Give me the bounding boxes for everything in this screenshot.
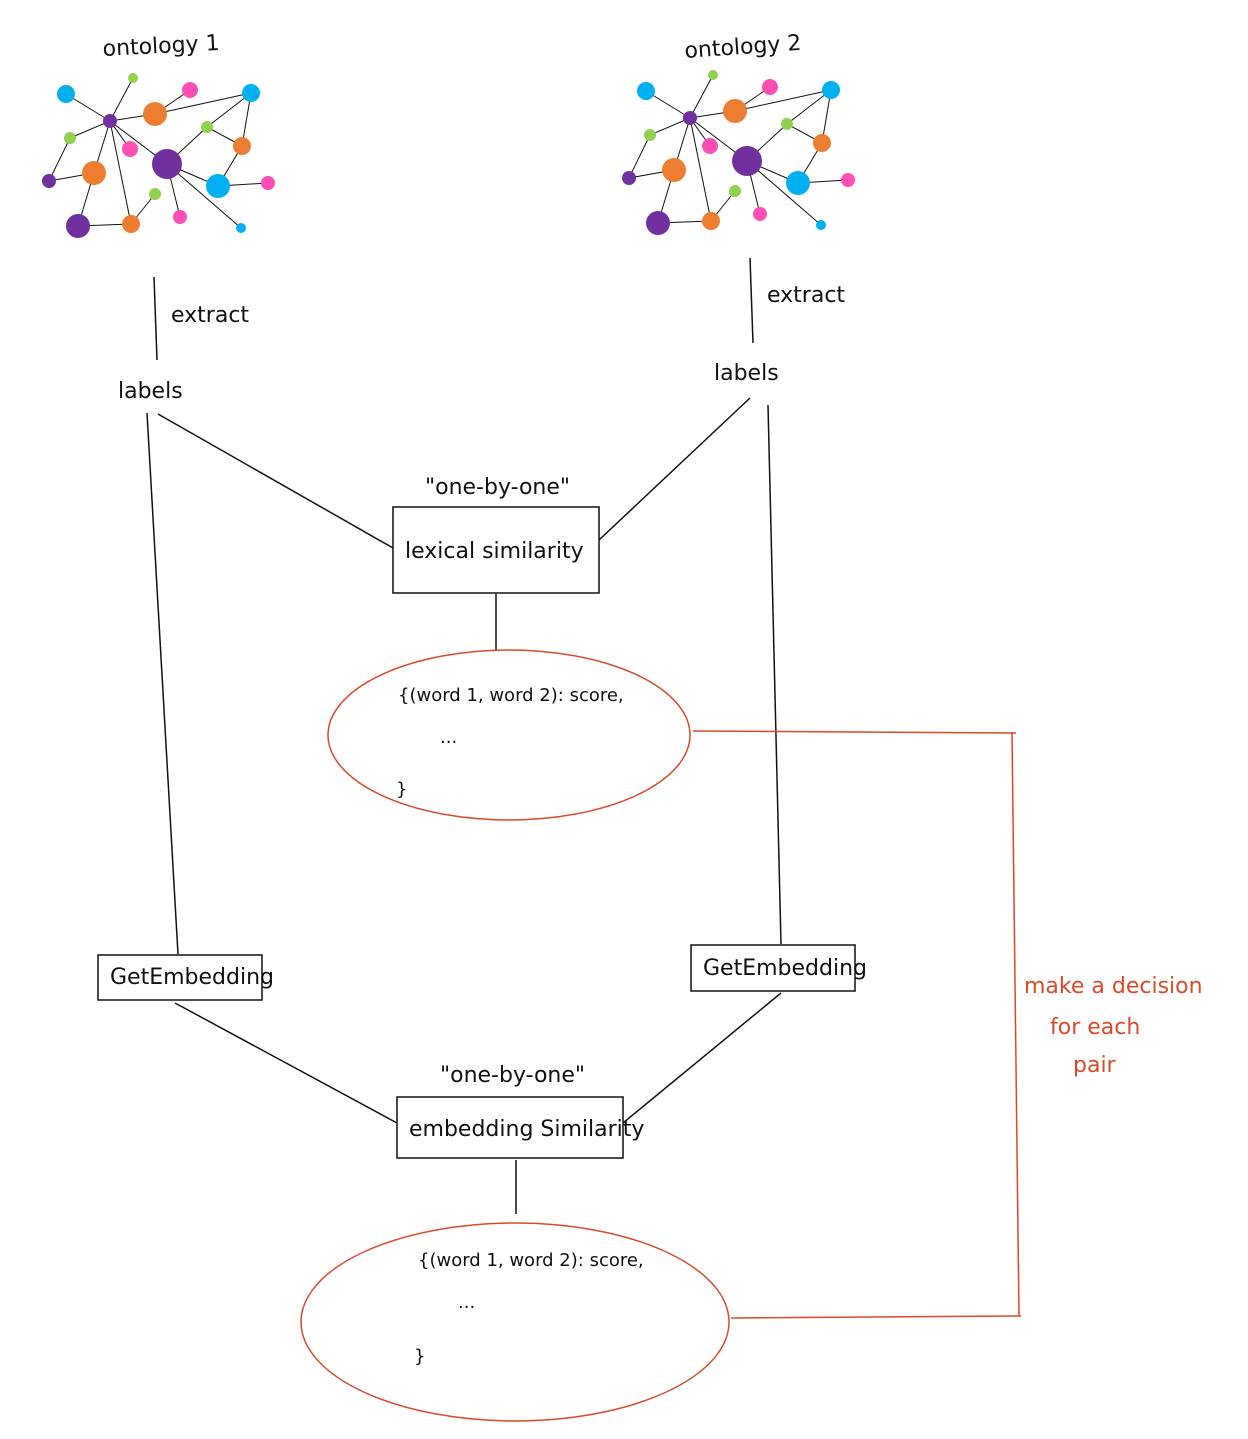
ontology-2-title: ontology 2: [684, 31, 803, 64]
lexical-result-line-3: }: [396, 779, 407, 800]
edge-labels2-lexical: [598, 397, 751, 541]
ontology-1-graph: [42, 73, 275, 238]
node-icon: [841, 173, 855, 187]
edge-labels1-embed: [146, 412, 179, 955]
embedding-result-line-1: {(word 1, word 2): score,: [418, 1250, 644, 1271]
node-icon: [261, 176, 275, 190]
embedding-result-ellipse: [300, 1222, 730, 1422]
embedding-similarity-label: embedding Similarity: [409, 1117, 644, 1142]
node-icon: [206, 174, 230, 198]
node-icon: [644, 129, 656, 141]
lexical-result-ellipse: [327, 649, 691, 821]
node-icon: [683, 111, 697, 125]
node-icon: [64, 132, 76, 144]
node-icon: [762, 79, 778, 95]
lexical-similarity-label: lexical similarity: [405, 539, 584, 564]
node-icon: [662, 158, 686, 182]
node-icon: [103, 114, 117, 128]
node-icon: [122, 215, 140, 233]
lexical-result-line-1: {(word 1, word 2): score,: [398, 685, 624, 706]
extract-label-left: extract: [171, 303, 249, 328]
node-icon: [708, 70, 718, 80]
extract-line-left: [153, 276, 158, 361]
labels-node-1: labels: [118, 379, 183, 404]
lexical-one-by-one-note: "one-by-one": [425, 475, 570, 500]
node-icon: [182, 82, 198, 98]
decision-bracket: [692, 730, 1022, 1319]
node-icon: [723, 99, 747, 123]
node-icon: [702, 138, 718, 154]
node-icon: [233, 137, 251, 155]
node-icon: [201, 121, 213, 133]
get-embedding-label-left: GetEmbedding: [110, 965, 274, 990]
node-icon: [242, 84, 260, 102]
extract-label-right: extract: [767, 283, 845, 308]
decision-note-line-3: pair: [1073, 1053, 1117, 1078]
node-icon: [786, 171, 810, 195]
node-icon: [646, 211, 670, 235]
get-embedding-box-right: [690, 944, 856, 992]
node-icon: [122, 141, 138, 157]
node-icon: [822, 81, 840, 99]
node-icon: [236, 223, 246, 233]
node-icon: [813, 134, 831, 152]
embedding-result-line-3: }: [414, 1346, 425, 1367]
node-icon: [753, 207, 767, 221]
edge-embed1-similarity: [174, 1002, 398, 1124]
embedding-one-by-one-note: "one-by-one": [440, 1063, 585, 1088]
edge-embed2-similarity: [622, 992, 782, 1124]
lexical-result-line-2: ...: [440, 727, 457, 748]
node-icon: [622, 171, 636, 185]
node-icon: [702, 212, 720, 230]
node-icon: [143, 102, 167, 126]
node-icon: [149, 188, 161, 200]
node-icon: [128, 73, 138, 83]
node-icon: [42, 174, 56, 188]
get-embedding-box-left: [97, 954, 263, 1001]
lexical-similarity-box: [392, 506, 600, 594]
embedding-result-line-2: ...: [458, 1292, 475, 1313]
decision-note-line-1: make a decision: [1024, 974, 1203, 999]
node-icon: [82, 161, 106, 185]
node-icon: [732, 146, 762, 176]
node-icon: [816, 220, 826, 230]
get-embedding-label-right: GetEmbedding: [703, 956, 867, 981]
extract-line-right: [749, 257, 754, 344]
embedding-similarity-box: [396, 1096, 624, 1159]
node-icon: [637, 82, 655, 100]
node-icon: [152, 149, 182, 179]
edge-labels1-lexical: [157, 413, 394, 549]
labels-node-2: labels: [714, 361, 779, 386]
node-icon: [66, 214, 90, 238]
node-icon: [173, 210, 187, 224]
node-icon: [57, 85, 75, 103]
connectors: [146, 257, 782, 1214]
ontology-1-title: ontology 1: [102, 31, 220, 62]
node-icon: [781, 118, 793, 130]
node-icon: [729, 185, 741, 197]
ontology-2-graph: [622, 70, 855, 235]
decision-note-line-2: for each: [1050, 1015, 1140, 1040]
edge-labels2-embed: [767, 404, 782, 945]
